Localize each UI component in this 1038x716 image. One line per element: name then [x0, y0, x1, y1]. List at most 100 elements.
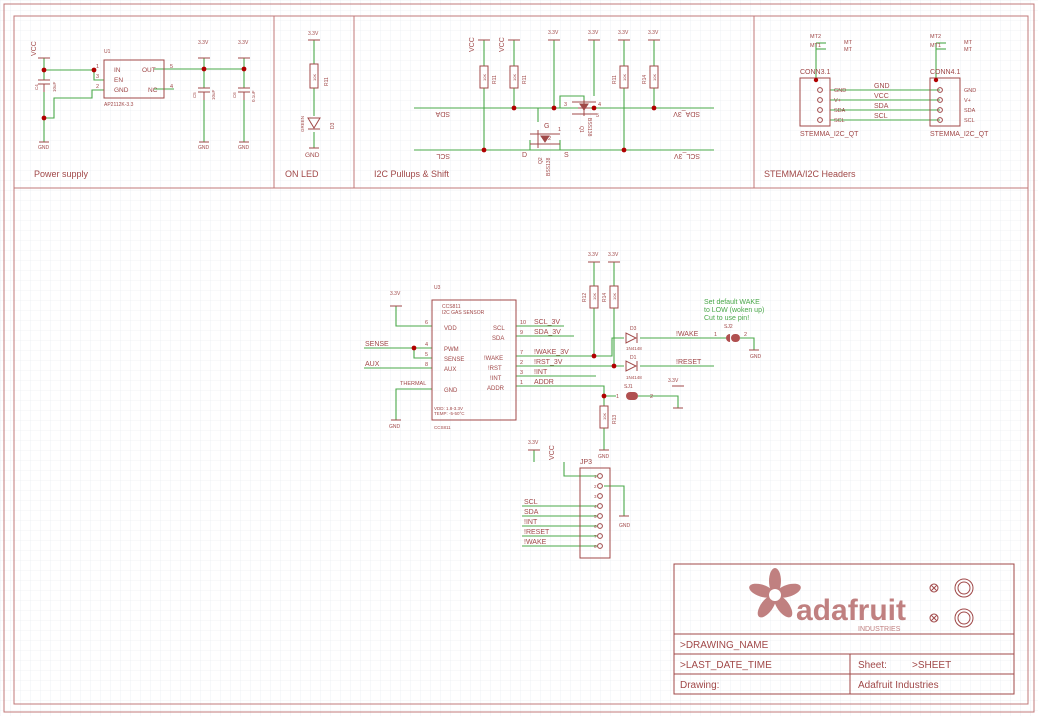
i2c-rv1: 10K — [482, 74, 487, 81]
u3-pin-pwm: PWM — [444, 347, 459, 353]
resistor-r13 — [599, 405, 609, 429]
led-name: D3 — [330, 122, 336, 129]
conn4-pin-vplus: V+ — [964, 98, 971, 104]
net-addr: ADDR — [534, 379, 554, 386]
mosfet-q1 — [572, 100, 596, 116]
diode-d1 — [625, 360, 638, 372]
net-rst-3v: !RST_3V — [534, 359, 563, 366]
jumper-sj2[interactable] — [731, 334, 740, 342]
sj1-pin2: 2 — [650, 394, 653, 400]
jp3-pin2: 2 — [594, 484, 597, 489]
wake-note-line-3: Cut to use pin! — [704, 315, 749, 322]
wake-note-line-1: Set default WAKE — [704, 299, 760, 306]
u1-pn2: 2 — [96, 84, 99, 90]
section-title-i2c: I2C Pullups & Shift — [374, 169, 450, 179]
c6-value: 0.1uF — [251, 90, 256, 102]
conn3-pin-gnd: GND — [834, 88, 846, 94]
jp3-net-sda: SDA — [524, 509, 539, 516]
adafruit-flower-icon — [749, 568, 801, 618]
i2c-scl-net: SCL — [436, 152, 450, 159]
header-jp3-section: 3.3V VCC JP3 GND SCL SDA !INT !RESET !WA… — [522, 440, 631, 559]
u3-name: U3 — [434, 285, 441, 291]
net-vcc: VCC — [874, 93, 889, 100]
u3-pin-aux: AUX — [444, 367, 456, 373]
diode-d3 — [625, 332, 638, 344]
r14-v33: 3.3V — [608, 252, 619, 258]
conn4-mt-a: MT — [964, 40, 973, 46]
c4-name: C4 — [34, 84, 39, 90]
jumper-sj1[interactable] — [626, 392, 638, 400]
jp3-pin4: 4 — [594, 504, 597, 509]
i2c-rv2: 10K — [512, 74, 517, 81]
net-aux: AUX — [365, 361, 380, 368]
i2c-v33-d: 3.3V — [648, 30, 659, 36]
conn3-mt-b: MT — [844, 47, 853, 53]
d3-name: D3 — [630, 326, 637, 332]
i2c-rv4: 10K — [652, 74, 657, 81]
led-r-value: 10K — [312, 74, 317, 81]
conn4-name: CONN4.1 — [930, 69, 960, 76]
net-int: !INT — [534, 369, 548, 376]
jp3-pin3: 3 — [594, 494, 597, 499]
jumper-sj2-left[interactable] — [726, 334, 730, 342]
vcc-label: VCC — [31, 41, 38, 56]
d1-value: 1N4148 — [626, 375, 642, 380]
jp3-pin5: 5 — [594, 514, 597, 519]
u3-pin-sda: SDA — [492, 336, 504, 342]
fiducial-1 — [929, 583, 939, 593]
net-gnd: GND — [874, 83, 890, 90]
jp3-pin7: 7 — [594, 534, 597, 539]
sj1-v33: 3.3V — [668, 378, 679, 384]
q2-gate: G — [544, 123, 549, 130]
r13-gnd: GND — [598, 454, 610, 460]
gnd-label-2: GND — [198, 145, 210, 151]
led-gnd: GND — [305, 152, 320, 159]
jp3-name: JP3 — [580, 459, 592, 466]
sj2-pin1: 1 — [714, 332, 717, 338]
r14-name: R14 — [602, 293, 608, 302]
u3-pin-rst: !RST — [488, 366, 502, 372]
u1-pn5: 5 — [170, 64, 173, 70]
gnd-label-1: GND — [38, 145, 50, 151]
fiducial-2 — [929, 613, 939, 623]
v33-label-a: 3.3V — [198, 40, 209, 46]
u1-pn4: 4 — [170, 84, 173, 90]
wake-note-line-2: to LOW (woken up) — [704, 307, 764, 314]
u1-pin-en: EN — [114, 77, 123, 84]
r12-value: 10K — [592, 293, 597, 300]
net-wake: !WAKE — [676, 331, 699, 338]
q2-pin2: 2 — [548, 136, 551, 142]
net-sda: SDA — [874, 103, 889, 110]
sheet-label: Sheet: — [858, 660, 887, 671]
resistor-r11-led — [309, 63, 319, 89]
u3-title-1: CCS811 — [442, 304, 461, 310]
u3-pin-addr: ADDR — [487, 386, 505, 392]
sj1-pin1: 1 — [616, 394, 619, 400]
u3-pn3: 3 — [520, 370, 523, 376]
u3-pin-vdd: VDD — [444, 326, 457, 332]
r12-v33: 3.3V — [588, 252, 599, 258]
u3-pn10: 10 — [520, 320, 526, 326]
u1-pin-nc: NC — [148, 87, 158, 94]
jp3-net-reset: !RESET — [524, 529, 550, 536]
i2c-r3: R11 — [612, 75, 618, 84]
i2c-sda3v-net: SDA_3V — [673, 110, 700, 117]
u3-pn8: 8 — [425, 362, 428, 368]
solder-jumpers — [626, 334, 740, 400]
r14-value: 10K — [612, 293, 617, 300]
net-reset: !RESET — [676, 359, 702, 366]
q1-pin4: 4 — [598, 102, 601, 108]
u3-pin-gnd: GND — [444, 388, 458, 394]
drawing-label: Drawing: — [680, 680, 719, 691]
jp3-v33: 3.3V — [528, 440, 539, 446]
capacitor-c4 — [38, 79, 50, 92]
conn4-value: STEMMA_I2C_QT — [930, 131, 989, 138]
title-block: adafruit INDUSTRIES >DRAWING_NAME >LAST_… — [673, 563, 1015, 695]
sj2-pin2: 2 — [744, 332, 747, 338]
conn3-mt1: MT1 — [810, 43, 821, 49]
conn3-mt-a: MT — [844, 40, 853, 46]
u3-pn4: 4 — [425, 342, 428, 348]
stemma-section: MT2 MT1 MT2 MT1 MT MT MT MT CONN3.1 CONN… — [799, 34, 989, 138]
led-color: GREEN — [300, 116, 305, 132]
